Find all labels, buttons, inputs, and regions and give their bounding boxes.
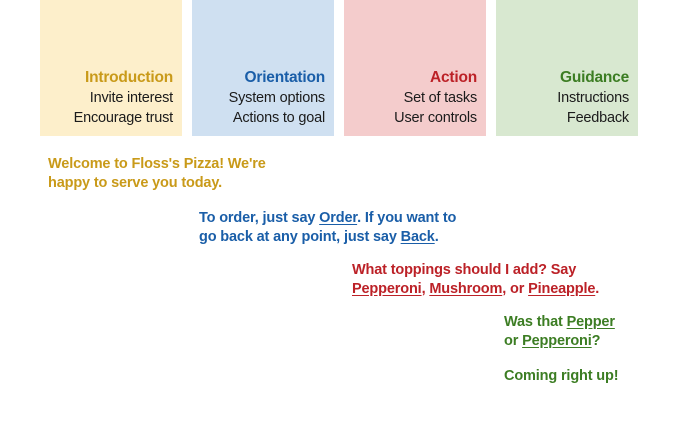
phase-card-guidance-title: Guidance (559, 69, 629, 86)
orientation-line-2-text-a: go back at any point, just say (199, 228, 401, 245)
conversation-guidance-confirm-line-2: or Pepperoni? (504, 332, 615, 351)
keyword-pepper[interactable]: Pepper (566, 314, 615, 330)
conversation-introduction-line-1: Welcome to Floss's Pizza! We're (48, 156, 266, 172)
orientation-line-1-text-b: . If you want to (357, 210, 457, 226)
phase-card-strip: Introduction Invite interest Encourage t… (40, 0, 638, 136)
phase-card-orientation-line-1: System options (228, 90, 326, 106)
keyword-pepperoni-confirm[interactable]: Pepperoni (522, 332, 592, 349)
conversation-guidance-done: Coming right up! (504, 367, 619, 386)
orientation-line-1-text-a: To order, just say (199, 210, 320, 226)
phase-card-guidance: Guidance Instructions Feedback (496, 0, 638, 136)
conversation-action-line-1: What toppings should I add? Say (352, 262, 577, 278)
phase-card-introduction-line-2: Encourage trust (73, 110, 174, 126)
phase-card-introduction-line-1: Invite interest (89, 90, 173, 106)
conversation-orientation: To order, just say Order. If you want to… (199, 209, 456, 246)
guidance-line-1-text-a: Was that (504, 314, 567, 330)
action-line-2-end: . (595, 280, 600, 297)
conversation-orientation-line-2: go back at any point, just say Back. (199, 228, 456, 247)
phase-card-action-title: Action (429, 69, 477, 86)
orientation-line-2-text-b: . (434, 228, 439, 245)
conversation-action: What toppings should I add? Say Pepperon… (352, 261, 599, 298)
phase-card-orientation: Orientation System options Actions to go… (192, 0, 334, 136)
keyword-order[interactable]: Order (319, 210, 358, 226)
phase-card-introduction-title: Introduction (85, 69, 173, 86)
conversation-introduction-line-2: happy to serve you today. (48, 174, 223, 191)
keyword-back[interactable]: Back (400, 228, 435, 245)
action-separator-1: , (421, 280, 430, 297)
guidance-line-2-text-b: ? (591, 332, 601, 349)
keyword-pepperoni[interactable]: Pepperoni (352, 280, 422, 297)
phase-card-guidance-line-2: Feedback (566, 110, 629, 126)
phase-card-action-line-1: Set of tasks (403, 90, 478, 106)
phase-card-action: Action Set of tasks User controls (344, 0, 486, 136)
action-separator-2: , or (502, 280, 529, 297)
conversation-orientation-line-1: To order, just say Order. If you want to (199, 209, 456, 228)
conversation-action-line-2: Pepperoni, Mushroom, or Pineapple. (352, 280, 599, 299)
guidance-line-2-text-a: or (504, 332, 523, 349)
phase-card-orientation-title: Orientation (244, 69, 326, 86)
conversation-guidance-done-line-1: Coming right up! (504, 368, 619, 384)
keyword-pineapple[interactable]: Pineapple (528, 280, 596, 297)
phase-card-introduction: Introduction Invite interest Encourage t… (40, 0, 182, 136)
conversation-introduction: Welcome to Floss's Pizza! We're happy to… (48, 155, 266, 192)
keyword-mushroom[interactable]: Mushroom (429, 280, 503, 297)
phase-card-guidance-line-1: Instructions (557, 90, 629, 106)
phase-card-action-line-2: User controls (394, 110, 477, 126)
phase-card-orientation-line-2: Actions to goal (232, 110, 325, 126)
conversation-guidance-confirm: Was that Pepper or Pepperoni? (504, 313, 615, 350)
conversation-guidance-confirm-line-1: Was that Pepper (504, 313, 615, 332)
